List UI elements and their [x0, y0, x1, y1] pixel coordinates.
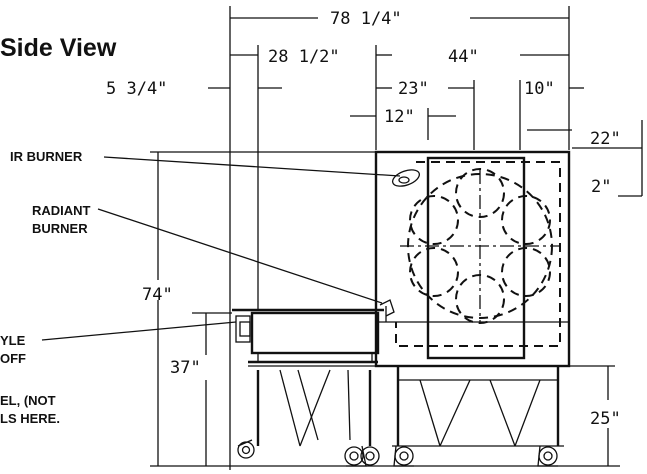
- dim-burner-offset: 12": [350, 107, 456, 140]
- dim-extension: 5 3/4": [106, 79, 282, 99]
- dim-top-offset: 22" 2": [527, 120, 643, 197]
- callout-partial-line4: LS HERE.: [0, 411, 60, 426]
- dim-overall-height: 74": [142, 151, 378, 466]
- callout-radiant-line2: BURNER: [32, 221, 88, 236]
- conveyor: [232, 306, 387, 363]
- callout-partial-line3: EL, (NOT: [0, 393, 56, 408]
- dim-label-center-offset: 23": [398, 79, 429, 99]
- dim-label-drop: 2": [591, 177, 611, 197]
- dim-label-conveyor-width: 28 1/2": [268, 47, 340, 67]
- callout-partial: YLE OFF EL, (NOT LS HERE.: [0, 321, 237, 426]
- callout-ir-burner-label: IR BURNER: [10, 149, 83, 164]
- callout-radiant-line1: RADIANT: [32, 203, 91, 218]
- dim-center-offset: 23" 10": [376, 79, 584, 150]
- dim-conveyor-width: 28 1/2" 44": [230, 45, 569, 310]
- dim-label-overall-height: 74": [142, 285, 173, 305]
- callout-partial-line2: OFF: [0, 351, 26, 366]
- callout-ir-burner: IR BURNER: [10, 149, 401, 177]
- dim-label-side-offset: 10": [524, 79, 555, 99]
- dim-label-top-offset: 22": [590, 129, 621, 149]
- oven-base: [392, 366, 564, 467]
- callout-partial-line1: YLE: [0, 333, 26, 348]
- conveyor-stand: [237, 360, 380, 467]
- dim-conveyor-height: 37": [170, 312, 232, 466]
- callout-radiant-burner: RADIANT BURNER: [32, 203, 383, 304]
- radiant-burner-shape: [379, 299, 395, 317]
- oven-cabinet: [374, 150, 571, 368]
- dim-label-oven-length: 44": [448, 47, 479, 67]
- dim-label-conveyor-height: 37": [170, 358, 201, 378]
- carousel-circles: [400, 168, 560, 324]
- dim-label-overall-length: 78 1/4": [330, 9, 402, 29]
- dim-label-extension: 5 3/4": [106, 79, 167, 99]
- ir-burner-shape: [391, 169, 421, 187]
- drawing-title: Side View: [0, 34, 117, 62]
- dim-label-burner-offset: 12": [384, 107, 415, 127]
- dim-overall-length: 78 1/4": [229, 6, 570, 470]
- dim-leg-height: 25": [565, 365, 621, 466]
- dim-label-leg-height: 25": [590, 409, 621, 429]
